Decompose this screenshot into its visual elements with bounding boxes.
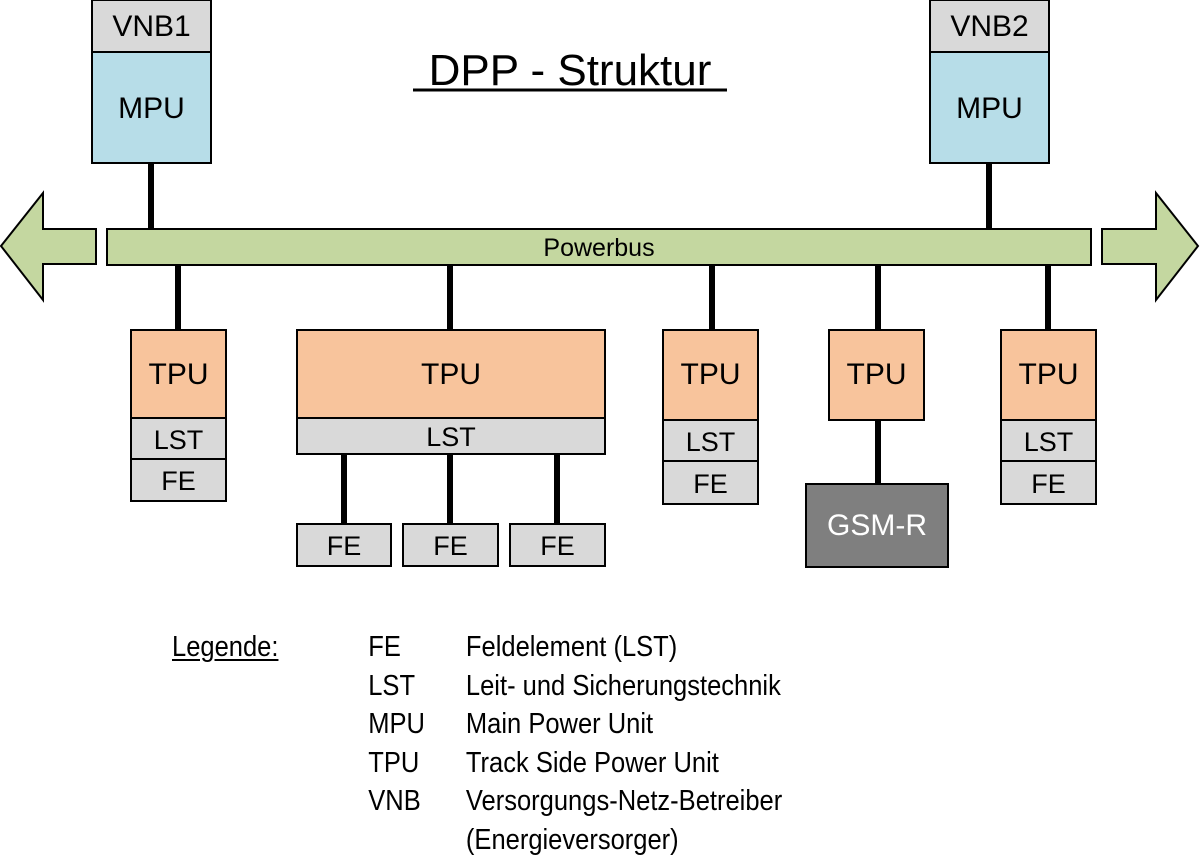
gsm-r-label: GSM-R xyxy=(827,509,927,542)
legend-entry: VNB Versorgungs-Netz-Betreiber xyxy=(368,782,782,821)
legend-abbr: MPU xyxy=(368,708,425,740)
tpu-label: TPU xyxy=(681,358,741,391)
node-5: TPU LST FE xyxy=(1000,329,1097,505)
fe-box-1 xyxy=(296,523,392,567)
lst-box xyxy=(1000,419,1097,462)
vnb1-label: VNB1 xyxy=(112,10,190,43)
lst-box xyxy=(296,417,606,455)
fe-box-2 xyxy=(402,523,499,567)
node-3: TPU LST FE xyxy=(662,329,759,505)
mpu2-label: MPU xyxy=(956,92,1023,125)
legend-list: FE Feldelement (LST) LST Leit- und Siche… xyxy=(368,628,782,859)
node-2: TPU LST FE FE FE xyxy=(296,329,606,567)
legend-desc: Versorgungs-Netz-Betreiber xyxy=(465,785,783,817)
tpu-label: TPU xyxy=(1019,358,1079,391)
tpu-box xyxy=(296,329,606,419)
tpu-label: TPU xyxy=(421,358,481,391)
lst-label: LST xyxy=(686,427,736,457)
lst-box xyxy=(130,417,227,460)
legend-desc: Main Power Unit xyxy=(465,708,654,740)
legend-entry: LST Leit- und Sicherungstechnik xyxy=(368,667,782,706)
title-text: DPP - Struktur xyxy=(429,46,712,95)
tpu-box xyxy=(828,329,925,421)
arrow-right-icon xyxy=(1101,190,1200,303)
lst-label: LST xyxy=(1024,427,1074,457)
supply-1: VNB1 MPU xyxy=(91,0,212,164)
legend-entry: FE Feldelement (LST) xyxy=(368,628,782,667)
legend-entry: MPU Main Power Unit xyxy=(368,705,782,744)
gsm-r-box xyxy=(805,483,949,568)
tpu-box xyxy=(130,329,227,419)
fe-label-2: FE xyxy=(433,531,468,561)
mpu1-label: MPU xyxy=(118,92,185,125)
connectors xyxy=(148,163,1051,524)
legend-entry: (Energieversorger) xyxy=(368,821,782,860)
legend-entry: TPU Track Side Power Unit xyxy=(368,744,782,783)
tpu-label: TPU xyxy=(149,358,209,391)
legend-desc: Feldelement (LST) xyxy=(465,631,678,663)
legend-abbr: VNB xyxy=(368,785,421,817)
supply-2: VNB2 MPU xyxy=(929,0,1050,164)
mpu1-box xyxy=(91,51,212,164)
powerbus-label: Powerbus xyxy=(543,234,654,262)
legend-abbr xyxy=(368,821,466,860)
node-1: TPU LST FE xyxy=(130,329,227,502)
lst-label: LST xyxy=(154,425,204,455)
legend-abbr: TPU xyxy=(368,746,420,779)
fe-label: FE xyxy=(693,469,728,499)
legend-desc: Leit- und Sicherungstechnik xyxy=(465,669,781,702)
powerbus: Powerbus xyxy=(0,190,1200,303)
legend-desc: (Energieversorger) xyxy=(465,823,679,856)
fe-box xyxy=(130,458,227,502)
arrow-left-icon xyxy=(0,190,97,303)
powerbus-bar xyxy=(106,228,1092,266)
vnb2-box xyxy=(929,0,1050,53)
vnb1-box xyxy=(91,0,212,53)
tpu-box xyxy=(662,329,759,421)
legend-heading: Legende: xyxy=(172,631,279,663)
lst-label: LST xyxy=(426,422,476,452)
legend-desc: Track Side Power Unit xyxy=(465,746,719,779)
tpu-label: TPU xyxy=(847,358,907,391)
fe-label: FE xyxy=(161,466,196,496)
legend-abbr: FE xyxy=(368,631,401,663)
fe-label-1: FE xyxy=(327,531,362,561)
mpu2-box xyxy=(929,51,1050,164)
diagram-title: DPP - Struktur xyxy=(413,46,727,95)
node-4: TPU GSM-R xyxy=(805,329,949,568)
lst-box xyxy=(662,419,759,462)
fe-label: FE xyxy=(1031,469,1066,499)
fe-label-3: FE xyxy=(540,531,575,561)
fe-box-3 xyxy=(509,523,606,567)
fe-box xyxy=(1000,460,1097,505)
fe-box xyxy=(662,460,759,505)
vnb2-label: VNB2 xyxy=(950,10,1028,43)
legend-abbr: LST xyxy=(368,669,416,702)
